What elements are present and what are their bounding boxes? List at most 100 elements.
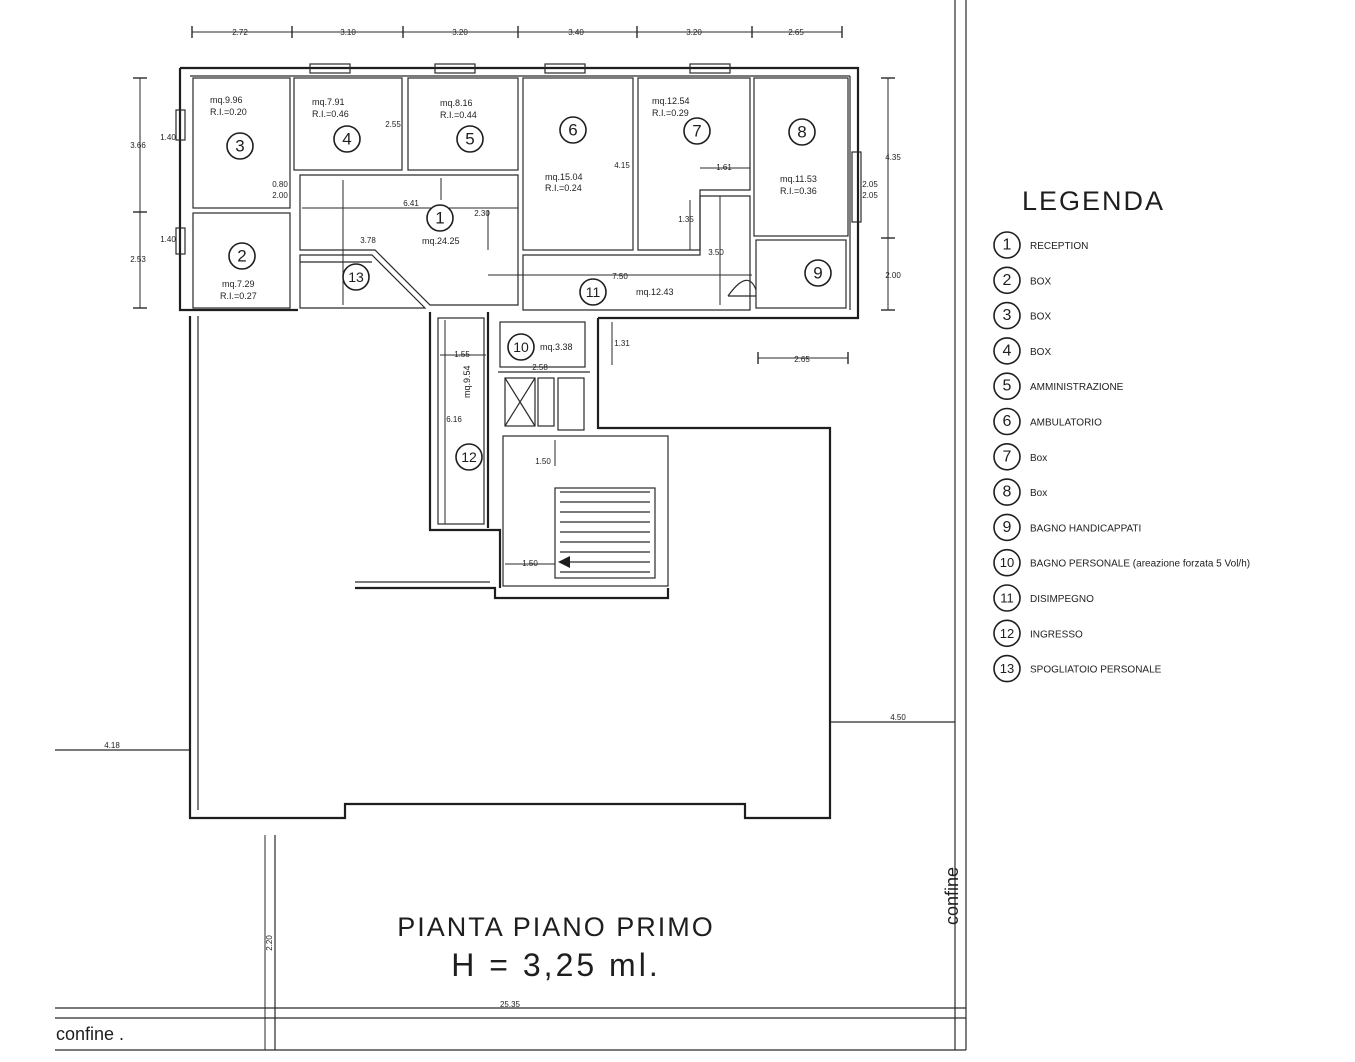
dim-641: 6.41 <box>403 199 419 208</box>
confine-bottom-label: confine . <box>56 1024 124 1044</box>
dim-230: 2.30 <box>474 209 490 218</box>
dim-left-3: 3.66 <box>130 141 146 150</box>
win-right-2: 2.05 <box>862 191 878 200</box>
room-10-area: mq.3.38 <box>540 342 573 352</box>
legend-item-label: RECEPTION <box>1030 241 1088 252</box>
legend-item-number: 4 <box>1003 342 1012 359</box>
dimension-lines <box>133 26 895 1050</box>
room-9-number: 9 <box>813 264 822 283</box>
legend-item-label: BAGNO PERSONALE (areazione forzata 5 Vol… <box>1030 559 1250 570</box>
dim-265: 2.65 <box>794 355 810 364</box>
legend-item-marker <box>993 231 1021 259</box>
legend-item-number: 10 <box>1000 555 1014 570</box>
legend-item-number: 2 <box>1003 272 1012 289</box>
room-2-ri: R.I.=0.27 <box>220 291 257 301</box>
dim-616: 6.16 <box>446 415 462 424</box>
room-4-area: mq.7.91 <box>312 97 345 107</box>
room-markers: 1 2 3 4 5 6 7 8 9 10 11 12 13 <box>226 116 832 471</box>
legend-item-number: 7 <box>1003 448 1012 465</box>
room-8-number: 8 <box>797 123 806 142</box>
legend-item-label: BOX <box>1030 276 1051 287</box>
legend-item-label: DISIMPEGNO <box>1030 594 1094 605</box>
legend-item-marker <box>993 654 1021 683</box>
legend-item-number: 8 <box>1003 484 1012 501</box>
dim-135: 1.35 <box>678 215 694 224</box>
room-7-ri: R.I.=0.29 <box>652 108 689 118</box>
room-1-area: mq.24.25 <box>422 236 460 246</box>
legend-item-number: 9 <box>1003 519 1012 536</box>
legend-item-number: 1 <box>1003 237 1012 254</box>
legend-item-marker <box>993 584 1021 612</box>
legend-item-marker <box>993 301 1021 330</box>
win-label-b: 1.40 <box>160 235 176 244</box>
dim-418: 4.18 <box>104 741 120 750</box>
dim-750: 7.50 <box>612 272 628 281</box>
legend-item-label: AMBULATORIO <box>1030 418 1102 429</box>
legend-item-label: BOX <box>1030 312 1051 323</box>
dim-right-9: 2.00 <box>885 271 901 280</box>
legend-item-label: INGRESSO <box>1030 629 1083 640</box>
dim-top-2: 3.10 <box>340 28 356 37</box>
legend-item-label: AMMINISTRAZIONE <box>1030 382 1124 393</box>
room-3-area: mq.9.96 <box>210 95 243 105</box>
room-7-area: mq.12.54 <box>652 96 690 106</box>
legend-item-number: 6 <box>1003 413 1012 430</box>
legend-item-label: Box <box>1030 488 1047 499</box>
legend-item-number: 11 <box>1000 591 1014 606</box>
door-label-a: 0.80 <box>272 180 288 189</box>
legend-item-number: 5 <box>1003 378 1012 395</box>
dim-150a: 1.50 <box>535 457 551 466</box>
legend-item-label: BOX <box>1030 347 1051 358</box>
room-13-number: 13 <box>348 269 364 285</box>
dim-258: 2.58 <box>532 363 548 372</box>
room-2-number: 2 <box>237 247 246 266</box>
room-5-ri: R.I.=0.44 <box>440 110 477 120</box>
dim-378: 3.78 <box>360 236 376 245</box>
room-8-ri: R.I.=0.36 <box>780 186 817 196</box>
dim-top-3: 3.20 <box>452 28 468 37</box>
room-3-ri: R.I.=0.20 <box>210 107 247 117</box>
plan-title: PIANTA PIANO PRIMO <box>397 912 715 942</box>
room-11-number: 11 <box>586 284 601 300</box>
dim-155: 1.55 <box>454 350 470 359</box>
room-4-ri: R.I.=0.46 <box>312 109 349 119</box>
legend-item-marker <box>993 619 1021 648</box>
legend-item-marker <box>993 548 1021 577</box>
room-5-number: 5 <box>465 130 474 149</box>
property-lines <box>55 0 967 1051</box>
dim-150b: 1.50 <box>522 559 538 568</box>
dimension-labels: 2.72 3.10 3.20 3.40 3.20 2.65 3.66 2.53 … <box>104 28 906 1009</box>
legend-item-number: 13 <box>1000 661 1014 676</box>
legend-heading: LEGENDA <box>1022 186 1165 216</box>
legend-item-label: BAGNO HANDICAPPATI <box>1030 523 1141 534</box>
room-12-area: mq.9.54 <box>462 365 472 398</box>
legend-item-label: SPOGLIATOIO PERSONALE <box>1030 665 1162 676</box>
room-5-area: mq.8.16 <box>440 98 473 108</box>
legend-item-marker <box>993 442 1021 471</box>
dim-2535: 25.35 <box>500 1000 521 1009</box>
legend-item-marker <box>993 337 1021 365</box>
room-2-area: mq.7.29 <box>222 279 255 289</box>
legend-item-marker <box>993 407 1021 436</box>
legend-item-number: 12 <box>1000 626 1014 641</box>
legend-item-marker <box>993 372 1021 401</box>
legend-item-number: 3 <box>1003 307 1012 324</box>
room-6-ri: R.I.=0.24 <box>545 183 582 193</box>
room-6-area: mq.15.04 <box>545 172 583 182</box>
dim-right-8: 4.35 <box>885 153 901 162</box>
room-1-number: 1 <box>435 209 444 228</box>
room-12-number: 12 <box>461 449 477 465</box>
room-10-number: 10 <box>513 339 529 355</box>
room-6-number: 6 <box>568 121 577 140</box>
dim-220: 2.20 <box>265 935 274 951</box>
room-7-number: 7 <box>692 122 701 141</box>
dim-415: 4.15 <box>614 161 630 170</box>
win-right-1: 2.05 <box>862 180 878 189</box>
dim-left-2: 2.53 <box>130 255 146 264</box>
room-3-number: 3 <box>235 137 244 156</box>
dim-top-5: 3.20 <box>686 28 702 37</box>
door-label-b: 2.00 <box>272 191 288 200</box>
dim-161: 1.61 <box>716 163 732 172</box>
room-11-area: mq.12.43 <box>636 287 674 297</box>
